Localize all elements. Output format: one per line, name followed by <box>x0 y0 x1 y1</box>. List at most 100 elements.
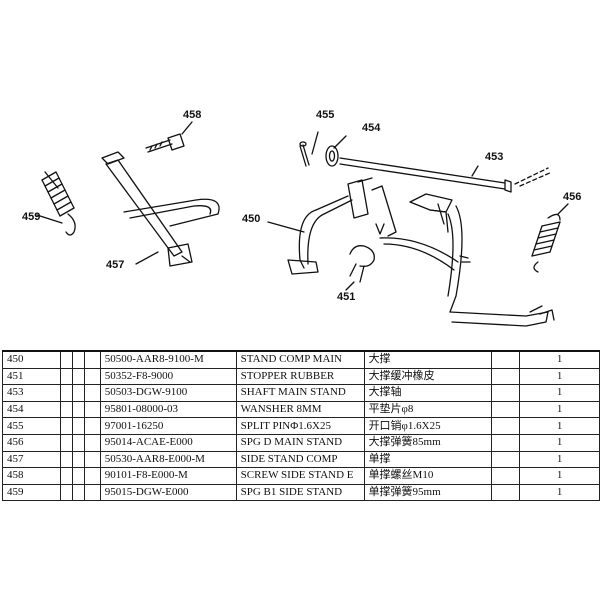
cell-blank <box>71 450 85 469</box>
callout-457: 457 <box>106 259 124 271</box>
cell-blank <box>71 483 85 502</box>
callout-456: 456 <box>563 191 581 203</box>
cell-quantity: 1 <box>519 450 600 469</box>
cell-blank <box>83 483 101 502</box>
callout-450: 450 <box>242 213 260 225</box>
side-stand-spring-drawing <box>36 171 76 236</box>
cell-blank <box>491 467 521 485</box>
callout-459: 459 <box>22 211 40 223</box>
cell-part-number: 95014-ACAE-E000 <box>99 433 237 452</box>
cell-part-name-en: SHAFT MAIN STAND <box>235 384 365 402</box>
cell-blank <box>59 433 73 452</box>
cell-ref: 459 <box>2 483 61 502</box>
cell-blank <box>71 384 85 402</box>
cell-blank <box>59 384 73 402</box>
cell-part-number: 50352-F8-9000 <box>99 367 237 386</box>
main-stand-spring-drawing <box>531 203 569 273</box>
cell-blank <box>491 349 521 369</box>
cell-part-name-cn: 开口销φ1.6X25 <box>363 417 493 435</box>
cell-part-name-cn: 平垫片φ8 <box>363 400 493 419</box>
cell-part-number: 95015-DGW-E000 <box>99 483 237 502</box>
cell-ref: 450 <box>2 349 61 369</box>
washer-drawing <box>325 135 347 167</box>
cell-blank <box>71 400 85 419</box>
cell-part-number: 90101-F8-E000-M <box>99 467 237 485</box>
cell-blank <box>83 467 101 485</box>
cell-ref: 455 <box>2 417 61 435</box>
cell-quantity: 1 <box>519 467 600 485</box>
stopper-rubber-drawing <box>345 245 375 291</box>
cell-part-name-cn: 大撑缓冲橡皮 <box>363 367 493 386</box>
cell-ref: 453 <box>2 384 61 402</box>
cell-part-name-cn: 大撑弹簧85mm <box>363 433 493 452</box>
cell-blank <box>59 400 73 419</box>
cell-blank <box>83 384 101 402</box>
cell-blank <box>59 450 73 469</box>
cell-ref: 456 <box>2 433 61 452</box>
side-stand-screw-drawing <box>145 121 193 153</box>
cell-ref: 457 <box>2 450 61 469</box>
cell-part-name-cn: 大撑轴 <box>363 384 493 402</box>
cell-blank <box>491 450 521 469</box>
cell-part-name-cn: 大撑 <box>363 349 493 369</box>
cell-part-name-en: STAND COMP MAIN <box>235 349 365 369</box>
callout-453: 453 <box>485 151 503 163</box>
cell-part-name-cn: 单撑螺丝M10 <box>363 467 493 485</box>
cell-part-name-en: SPG D MAIN STAND <box>235 433 365 452</box>
cell-blank <box>83 400 101 419</box>
cell-blank <box>59 367 73 386</box>
cell-ref: 454 <box>2 400 61 419</box>
cell-quantity: 1 <box>519 417 600 435</box>
callout-455: 455 <box>316 109 334 121</box>
cell-blank <box>71 349 85 369</box>
cell-blank <box>491 433 521 452</box>
cell-blank <box>83 433 101 452</box>
cell-part-name-en: SIDE STAND COMP <box>235 450 365 469</box>
cell-part-number: 50530-AAR8-E000-M <box>99 450 237 469</box>
cell-blank <box>83 367 101 386</box>
cell-quantity: 1 <box>519 483 600 502</box>
split-pin-drawing <box>299 131 319 167</box>
cell-blank <box>491 483 521 502</box>
cell-quantity: 1 <box>519 384 600 402</box>
cell-part-name-en: SCREW SIDE STAND E <box>235 467 365 485</box>
main-stand-drawing <box>267 177 555 327</box>
cell-part-name-en: SPLIT PINΦ1.6X25 <box>235 417 365 435</box>
cell-blank <box>59 467 73 485</box>
cell-part-number: 50500-AAR8-9100-M <box>99 349 237 369</box>
cell-part-name-cn: 单撑 <box>363 450 493 469</box>
cell-quantity: 1 <box>519 349 600 369</box>
cell-part-number: 97001-16250 <box>99 417 237 435</box>
cell-blank <box>71 417 85 435</box>
cell-part-number: 95801-08000-03 <box>99 400 237 419</box>
cell-part-name-en: WANSHER 8MM <box>235 400 365 419</box>
cell-blank <box>491 384 521 402</box>
shaft-drawing <box>339 157 553 193</box>
cell-blank <box>83 417 101 435</box>
cell-quantity: 1 <box>519 433 600 452</box>
side-stand-drawing <box>101 151 220 267</box>
cell-blank <box>491 400 521 419</box>
cell-blank <box>71 367 85 386</box>
cell-blank <box>59 483 73 502</box>
cell-blank <box>83 450 101 469</box>
cell-blank <box>59 349 73 369</box>
cell-part-name-en: STOPPER RUBBER <box>235 367 365 386</box>
cell-blank <box>71 467 85 485</box>
cell-blank <box>491 417 521 435</box>
cell-blank <box>83 349 101 369</box>
exploded-parts-diagram: 458 455 454 453 456 459 450 457 451 <box>22 109 581 327</box>
cell-quantity: 1 <box>519 400 600 419</box>
cell-quantity: 1 <box>519 367 600 386</box>
cell-ref: 451 <box>2 367 61 386</box>
callout-454: 454 <box>362 122 381 134</box>
callout-458: 458 <box>183 109 201 121</box>
